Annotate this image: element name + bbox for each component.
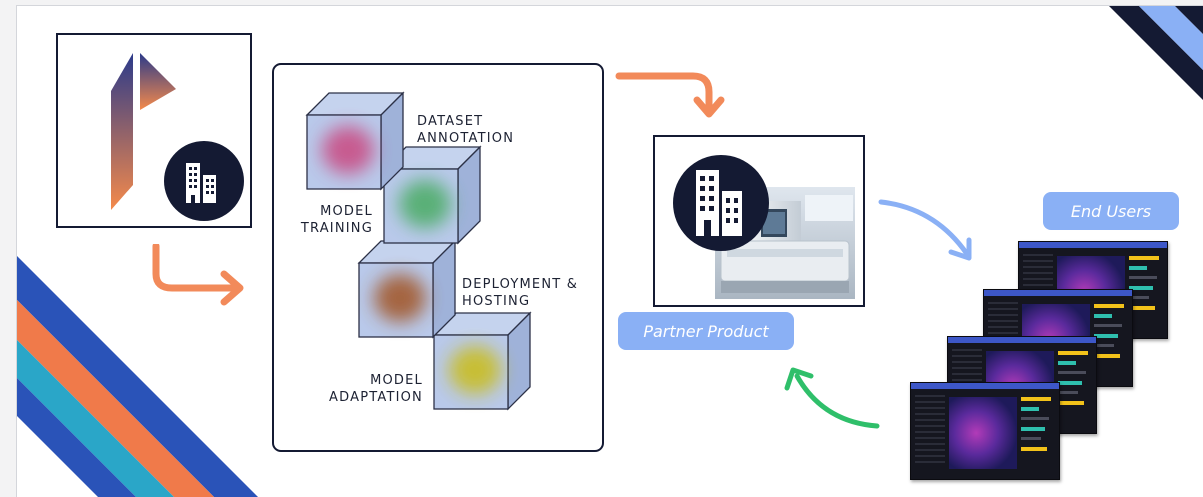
arrow-users-to-partner (784, 367, 880, 429)
corner-stripes-top-right (1109, 6, 1203, 100)
end-users-label: End Users (1043, 192, 1179, 230)
diagram-frame: DATASET ANNOTATION MODEL TRAINING DEPLOY… (17, 6, 1203, 497)
corner-stripes-bottom-left (17, 256, 258, 497)
arrow-logo-to-pipeline (152, 244, 244, 306)
arrow-partner-to-users (878, 199, 972, 261)
pipeline-box: DATASET ANNOTATION MODEL TRAINING DEPLOY… (272, 63, 604, 452)
step-cube-1 (305, 91, 405, 191)
step-label-dataset-annotation: DATASET ANNOTATION (417, 114, 515, 146)
step-label-model-adaptation: MODEL ADAPTATION (329, 373, 423, 405)
step-cube-3 (357, 239, 457, 339)
step-cube-4 (432, 311, 532, 411)
logo-box (56, 33, 252, 228)
step-cube-2 (382, 145, 482, 245)
brand-logo-icon (111, 53, 244, 221)
step-label-deployment-hosting: DEPLOYMENT & HOSTING (462, 277, 579, 309)
partner-building-glyph (696, 170, 742, 236)
pipeline-cubes (305, 91, 532, 411)
step-label-model-training: MODEL TRAINING (300, 204, 373, 236)
arrow-pipeline-to-partner (615, 72, 725, 118)
partner-product-box (653, 135, 865, 307)
app-screenshot (910, 382, 1060, 480)
partner-product-label: Partner Product (618, 312, 794, 350)
